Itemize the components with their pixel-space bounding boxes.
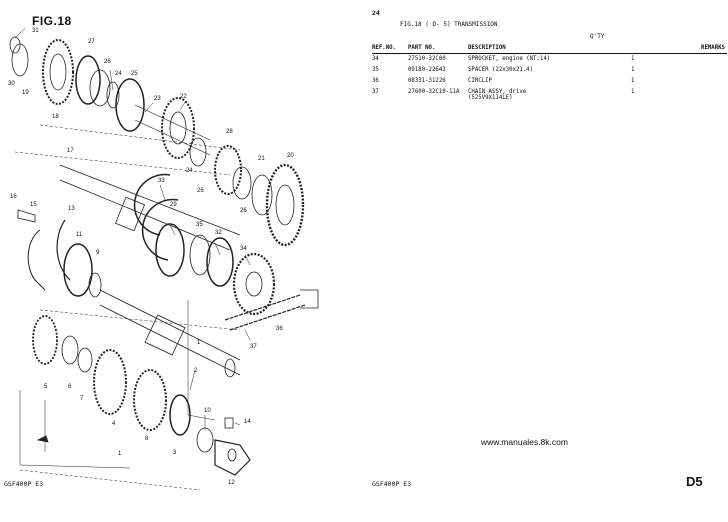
callout-number: 25 (131, 71, 138, 77)
row-ref: 34 (372, 56, 379, 62)
callout-number: 24 (186, 168, 193, 174)
diagram-drawing (9, 27, 319, 491)
row-desc: SPACER (22x30x21.4) (468, 67, 534, 73)
page-title: FIG.18 ( D- 5) TRANSMISSION (400, 21, 498, 28)
callout-number: 1 (118, 451, 122, 457)
table-row: 36 08331-31226 CIRCLIP 1 (372, 76, 727, 87)
watermark-url: www.manuales.8k.com (481, 437, 568, 447)
callout-number: 32 (215, 230, 222, 236)
table-header-row: REF.NO. PART NO. DESCRIPTION REMARKS (372, 43, 727, 54)
row-ref: 36 (372, 78, 379, 84)
callout-number: 34 (240, 246, 247, 252)
callout-number: 11 (76, 232, 83, 238)
row-desc: CIRCLIP (468, 78, 492, 84)
row-remarks (665, 76, 727, 87)
callout-number: 33 (158, 178, 165, 184)
row-ref: 37 (372, 89, 379, 95)
row-desc-line2: (525V9X114LE) (468, 95, 513, 101)
callout-number: 8 (145, 436, 149, 442)
callout-number: 20 (287, 153, 294, 159)
callout-number: 24 (115, 71, 122, 77)
page-number: 24 (372, 9, 380, 17)
callout-number: 23 (154, 96, 161, 102)
callout-number: 15 (30, 202, 37, 208)
row-qty: 1 (631, 56, 635, 62)
callout-number: 30 (8, 81, 15, 87)
callout-number: 28 (226, 129, 233, 135)
callout-number: 26 (104, 59, 111, 65)
callout-number: 4 (112, 421, 116, 427)
table-row: 37 27600-32C10-11A CHAIN ASSY, drive (52… (372, 87, 727, 104)
row-qty: 1 (631, 67, 635, 73)
callout-number: 35 (196, 222, 203, 228)
callout-number: 27 (88, 39, 95, 45)
callout-number: 26 (240, 208, 247, 214)
callout-number: 29 (170, 202, 177, 208)
parts-table: REF.NO. PART NO. DESCRIPTION REMARKS 34 … (372, 43, 727, 104)
row-remarks (665, 87, 727, 104)
callout-number: 36 (276, 326, 283, 332)
table-row: 34 27510-32C00 SPROCKET, engine (NT:14) … (372, 54, 727, 66)
callout-number: 19 (22, 90, 29, 96)
page-code: D5 (686, 474, 703, 489)
row-desc: SPROCKET, engine (NT:14) (468, 56, 551, 62)
row-remarks (665, 65, 727, 76)
callout-number: 14 (244, 419, 251, 425)
left-footer: GSF400P E3 (4, 480, 44, 488)
row-part: 08331-31226 (408, 78, 446, 84)
row-remarks (665, 54, 727, 66)
callout-number: 26 (197, 188, 204, 194)
right-footer: GSF400P E3 (372, 480, 412, 488)
callout-number: 31 (32, 28, 39, 34)
row-desc-line1: CHAIN ASSY, drive (468, 89, 527, 95)
callout-number: 7 (80, 396, 84, 402)
col-qty (599, 43, 665, 54)
row-part: 27600-32C10-11A (408, 89, 460, 95)
callout-number: 2 (194, 368, 198, 374)
callout-number: 12 (228, 480, 235, 486)
callout-number: 37 (250, 344, 257, 350)
callout-number: 1 (197, 340, 201, 346)
col-desc: DESCRIPTION (468, 43, 599, 54)
callout-number: 3 (173, 450, 177, 456)
callout-number: 18 (52, 114, 59, 120)
row-qty: 1 (631, 89, 635, 95)
row-ref: 35 (372, 67, 379, 73)
callout-number: 16 (10, 194, 17, 200)
row-part: 27510-32C00 (408, 56, 446, 62)
callout-number: 10 (204, 408, 211, 414)
table-row: 35 09180-22643 SPACER (22x30x21.4) 1 (372, 65, 727, 76)
col-part: PART NO. (408, 43, 468, 54)
callout-number: 22 (180, 94, 187, 100)
col-ref: REF.NO. (372, 43, 408, 54)
callout-number: 9 (96, 250, 100, 256)
figure-label: FIG.18 (32, 14, 72, 28)
callout-number: 13 (68, 206, 75, 212)
row-part: 09180-22643 (408, 67, 446, 73)
parts-list-page: 24 FIG.18 ( D- 5) TRANSMISSION Q'TY REF.… (366, 0, 728, 522)
callout-number: 5 (44, 384, 48, 390)
col-remarks: REMARKS (665, 43, 727, 54)
callout-number: 6 (68, 384, 72, 390)
row-qty: 1 (631, 78, 635, 84)
qty-header: Q'TY (590, 33, 605, 40)
callout-number: 21 (258, 156, 265, 162)
callout-number: 17 (67, 148, 74, 154)
row-desc: CHAIN ASSY, drive (525V9X114LE) (468, 87, 599, 104)
